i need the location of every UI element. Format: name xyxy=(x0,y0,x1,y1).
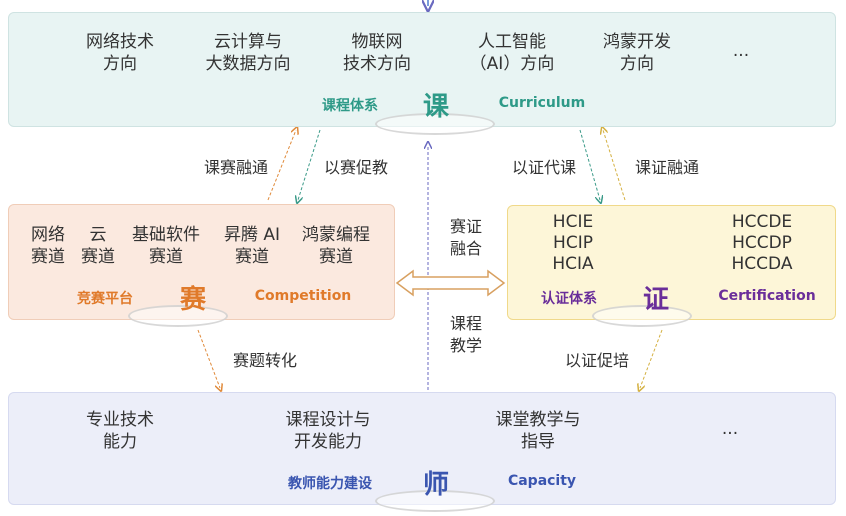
cert-hcia: HCIA xyxy=(552,254,594,274)
link-label: 赛题转化 xyxy=(232,351,298,370)
teacher-box xyxy=(8,392,836,505)
arrow-line xyxy=(298,129,321,200)
competition-box xyxy=(8,204,395,320)
curriculum-item: 人工智能 （AI）方向 xyxy=(469,32,555,74)
link-label: 课赛融通 xyxy=(203,158,269,177)
curriculum-item: 鸿蒙开发 方向 xyxy=(603,32,671,74)
curriculum-label-cn: 课程体系 xyxy=(322,98,378,114)
curriculum-item: ... xyxy=(732,41,750,61)
arrow-line xyxy=(579,129,600,200)
teacher-item: 专业技术 能力 xyxy=(86,410,154,452)
link-label: 课程 教学 xyxy=(449,314,483,355)
cert-hccde: HCCDE xyxy=(731,212,793,232)
teacher-char: 师 xyxy=(422,470,450,500)
link-label: 以证代课 xyxy=(511,158,577,177)
pedestal-icon xyxy=(128,305,228,327)
curriculum-box xyxy=(8,12,836,127)
curriculum-item: 网络技术 方向 xyxy=(86,32,154,74)
competition-label-en: Competition xyxy=(254,288,352,304)
link-label: 以赛促教 xyxy=(323,158,389,177)
certification-char: 证 xyxy=(642,285,670,315)
certification-label-en: Certification xyxy=(718,288,816,304)
teacher-item: 课堂教学与 指导 xyxy=(495,410,581,452)
cert-hcie: HCIE xyxy=(552,212,594,232)
arrow-line xyxy=(640,329,663,388)
competition-item: 云 赛道 xyxy=(81,225,115,267)
cert-hccdp: HCCDP xyxy=(732,233,792,253)
link-label: 课证融通 xyxy=(634,158,700,177)
curriculum-char: 课 xyxy=(422,92,450,122)
pedestal-icon xyxy=(375,113,495,135)
competition-label-cn: 竞赛平台 xyxy=(77,291,133,307)
teacher-item: 课程设计与 开发能力 xyxy=(285,410,371,452)
arrow-line xyxy=(197,329,220,388)
link-label: 以证促培 xyxy=(564,351,630,370)
curriculum-label-en: Curriculum xyxy=(498,95,586,111)
cert-hcip: HCIP xyxy=(553,233,593,253)
curriculum-item: 物联网 技术方向 xyxy=(343,32,411,74)
pedestal-icon xyxy=(375,490,495,512)
competition-item: 网络 赛道 xyxy=(31,225,65,267)
curriculum-item: 云计算与 大数据方向 xyxy=(205,32,291,74)
certification-label-cn: 认证体系 xyxy=(541,291,597,307)
link-label: 赛证 融合 xyxy=(449,217,483,258)
competition-item: 鸿蒙编程 赛道 xyxy=(302,225,370,267)
arrow-line xyxy=(267,130,296,201)
competition-item: 昇腾 AI 赛道 xyxy=(223,225,281,267)
teacher-item: ... xyxy=(721,419,739,439)
teacher-label-en: Capacity xyxy=(507,473,577,489)
double-arrow-icon xyxy=(395,269,506,297)
pedestal-icon xyxy=(592,305,692,327)
teacher-label-cn: 教师能力建设 xyxy=(288,476,372,492)
competition-item: 基础软件 赛道 xyxy=(132,225,200,267)
competition-char: 赛 xyxy=(179,285,207,315)
arrow-line xyxy=(603,130,626,201)
cert-hccda: HCCDA xyxy=(731,254,793,274)
